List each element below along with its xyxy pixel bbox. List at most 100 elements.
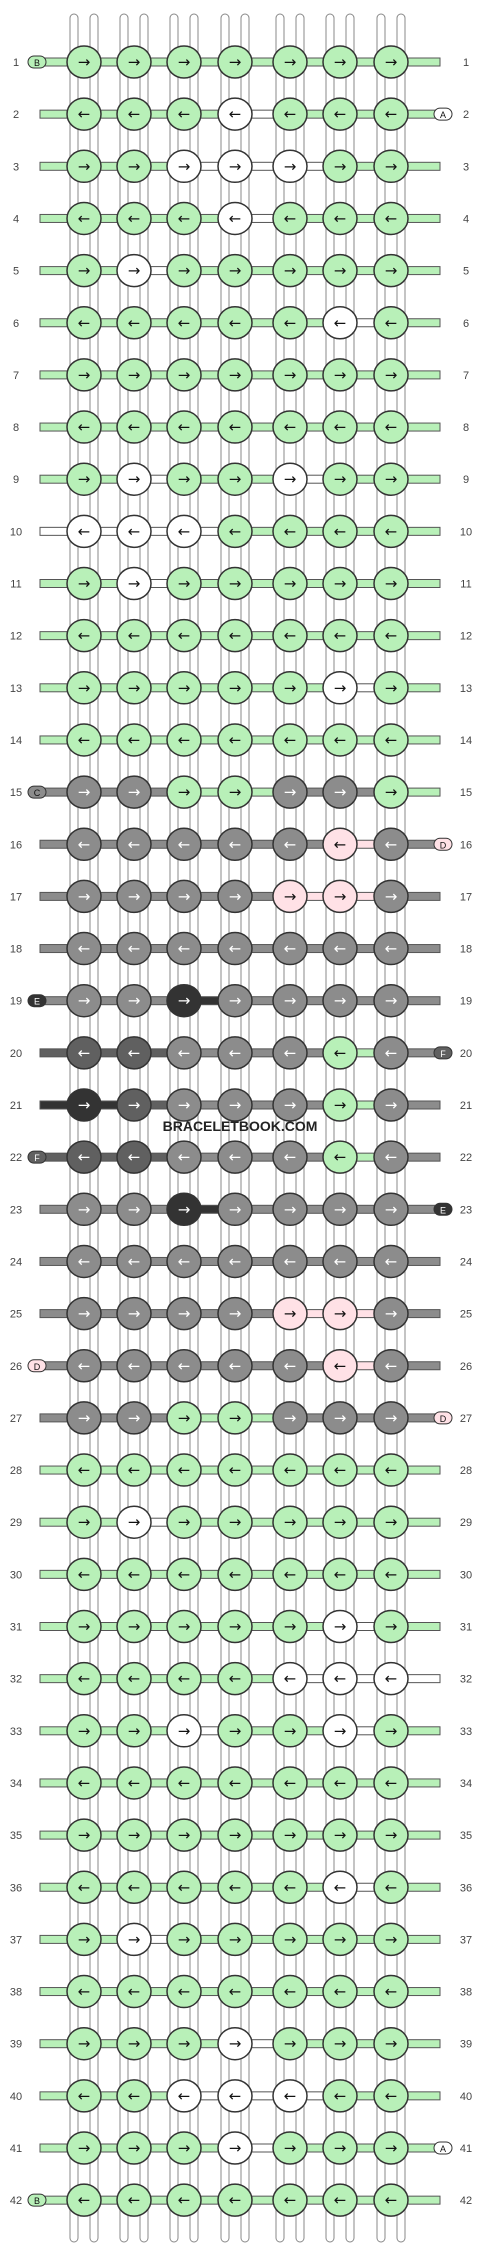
knot: → — [166, 45, 202, 79]
row-number-right: 33 — [460, 1726, 472, 1738]
knot-arrow-icon: → — [178, 2139, 191, 2157]
knot-arrow-icon: ← — [229, 1670, 242, 1688]
knot-arrow-icon: → — [178, 1513, 191, 1531]
knot: → — [322, 1192, 358, 1227]
knot-arrow-icon: → — [128, 679, 141, 697]
knot: ← — [66, 306, 102, 340]
row-number-left: 16 — [10, 839, 22, 851]
knot-arrow-icon: ← — [178, 1252, 191, 1270]
knot-arrow-icon: ← — [385, 1983, 398, 2001]
knot: → — [272, 879, 308, 914]
knot: → — [66, 45, 102, 79]
knot-arrow-icon: → — [78, 366, 91, 384]
knot: ← — [373, 1557, 409, 1592]
knot-arrow-icon: ← — [334, 1252, 347, 1270]
knot: → — [66, 2026, 102, 2061]
strand-column — [345, 13, 355, 2243]
strand-column — [69, 13, 79, 2243]
knot: → — [217, 1609, 253, 1644]
knot-arrow-icon: → — [178, 2035, 191, 2053]
knot-arrow-icon: → — [334, 992, 347, 1010]
knot: ← — [217, 1036, 253, 1070]
knot: → — [373, 1505, 409, 1539]
row-number-right: 32 — [460, 1674, 472, 1686]
knot: → — [322, 775, 358, 809]
knot-arrow-icon: ← — [229, 1148, 242, 1166]
knot-arrow-icon: ← — [385, 1774, 398, 1792]
knot-arrow-icon: → — [78, 262, 91, 280]
knot: → — [217, 1505, 253, 1539]
knot-arrow-icon: ← — [78, 1565, 91, 1583]
knot-arrow-icon: → — [229, 53, 242, 71]
knot: → — [322, 2026, 358, 2061]
knot: → — [217, 1192, 253, 1227]
knot: → — [66, 358, 102, 392]
knot-arrow-icon: ← — [284, 1774, 297, 1792]
knot: ← — [217, 827, 253, 861]
knot: ← — [217, 1453, 253, 1487]
knot-arrow-icon: → — [178, 783, 191, 801]
knot: ← — [166, 827, 202, 861]
knot: → — [322, 1296, 358, 1331]
strand-tag-label: A — [440, 2144, 446, 2154]
knot: → — [166, 2026, 202, 2061]
row-number-right: 12 — [460, 631, 472, 643]
row-number-right: 7 — [463, 370, 469, 382]
knot: ← — [322, 514, 358, 549]
knot: ← — [166, 1140, 202, 1174]
knot: → — [272, 358, 308, 392]
row-number-right: 3 — [463, 161, 469, 173]
knot-arrow-icon: ← — [229, 1252, 242, 1270]
row-number-left: 29 — [10, 1517, 22, 1529]
row-number-left: 28 — [10, 1465, 22, 1477]
knot: → — [166, 2131, 202, 2165]
knot-arrow-icon: → — [385, 2139, 398, 2157]
row-number-right: 2 — [463, 109, 469, 121]
knot: → — [322, 1505, 358, 1539]
knot: ← — [116, 723, 152, 757]
knot: → — [166, 1505, 202, 1539]
knot-arrow-icon: ← — [284, 418, 297, 436]
knot: → — [373, 566, 409, 601]
knot-arrow-icon: → — [128, 366, 141, 384]
row-number-right: 24 — [460, 1256, 472, 1268]
knot: ← — [66, 827, 102, 861]
knot-arrow-icon: → — [284, 575, 297, 593]
knot: → — [272, 671, 308, 705]
knot-arrow-icon: → — [128, 1722, 141, 1740]
row-number-left: 11 — [10, 579, 21, 591]
row-number-right: 13 — [460, 683, 472, 695]
knot-arrow-icon: ← — [178, 835, 191, 853]
knot-arrow-icon: → — [78, 157, 91, 175]
row-number-left: 27 — [10, 1413, 22, 1425]
knot-arrow-icon: ← — [78, 418, 91, 436]
knot-arrow-icon: → — [128, 1826, 141, 1844]
knot-arrow-icon: ← — [385, 418, 398, 436]
row-number-right: 37 — [460, 1934, 472, 1946]
strand-tag-label: A — [440, 110, 446, 120]
knot-arrow-icon: ← — [385, 1565, 398, 1583]
knot-arrow-icon: → — [128, 470, 141, 488]
knot-arrow-icon: → — [128, 1096, 141, 1114]
knot-arrow-icon: ← — [78, 1044, 91, 1062]
knot: → — [217, 45, 253, 79]
knot-arrow-icon: → — [284, 1096, 297, 1114]
knot-arrow-icon: → — [385, 366, 398, 384]
knot-arrow-icon: ← — [78, 940, 91, 958]
knot: → — [66, 1401, 102, 1435]
knot: → — [116, 566, 152, 601]
knot-arrow-icon: → — [334, 1618, 347, 1636]
knot-arrow-icon: ← — [334, 105, 347, 123]
knot-arrow-icon: ← — [229, 1357, 242, 1375]
knot: → — [272, 2026, 308, 2061]
knot-arrow-icon: ← — [128, 1565, 141, 1583]
knot-arrow-icon: ← — [284, 940, 297, 958]
row-number-right: 11 — [460, 579, 471, 591]
knot: ← — [166, 201, 202, 236]
knot-arrow-icon: → — [229, 2139, 242, 2157]
knot-arrow-icon: → — [385, 1305, 398, 1323]
knot: → — [116, 1609, 152, 1644]
knot-arrow-icon: → — [334, 1826, 347, 1844]
knot-arrow-icon: → — [128, 1513, 141, 1531]
knot: → — [116, 1922, 152, 1957]
